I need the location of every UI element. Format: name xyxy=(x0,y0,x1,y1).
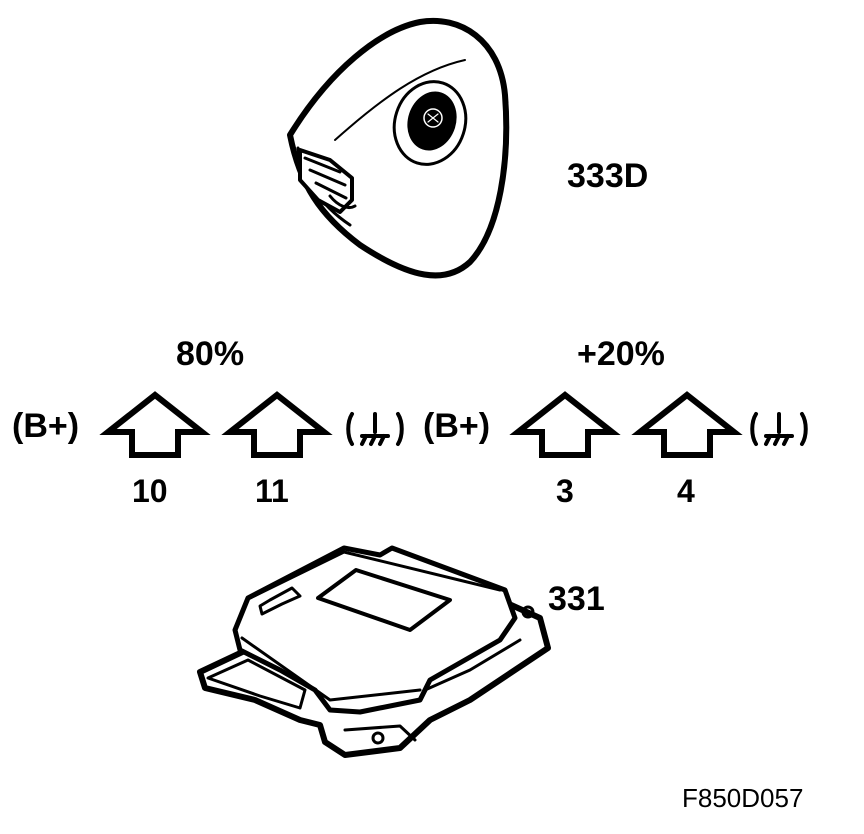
arrow-pin-11 xyxy=(221,391,333,458)
arrow-pin-4 xyxy=(631,391,743,458)
pin-label-3: 3 xyxy=(556,473,574,509)
airbag-buttons xyxy=(298,148,357,214)
control-unit-label: 331 xyxy=(548,580,605,618)
pin-label-4: 4 xyxy=(677,473,695,509)
pin-label-11: 11 xyxy=(255,473,289,509)
control-unit-housing xyxy=(232,545,518,715)
control-unit xyxy=(197,545,551,758)
group-2-percent: +20% xyxy=(577,335,665,373)
group-1-supply-label: (B+) xyxy=(12,407,80,445)
ground-icon xyxy=(750,412,808,446)
arrow-pin-3 xyxy=(509,391,621,458)
airbag-module-label: 333D xyxy=(567,157,649,195)
airbag-module xyxy=(287,17,510,279)
figure-code: F850D057 xyxy=(682,783,804,813)
arrow-pin-10 xyxy=(99,391,211,458)
control-unit-lid xyxy=(248,550,502,600)
pin-label-10: 10 xyxy=(132,473,168,509)
saab-emblem-icon xyxy=(392,80,468,166)
ground-icon xyxy=(346,412,404,446)
airbag-crease xyxy=(334,59,466,141)
group-2-supply-label: (B+) xyxy=(423,407,491,445)
control-unit-label-plate xyxy=(316,568,452,632)
group-1-percent: 80% xyxy=(176,335,245,373)
